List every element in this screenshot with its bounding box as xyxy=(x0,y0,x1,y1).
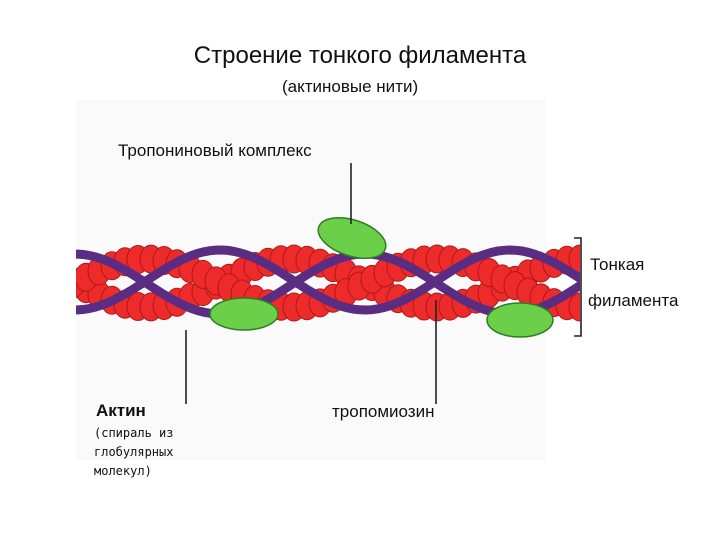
tropomyosin-strand-back xyxy=(76,245,580,315)
troponin-complex-top xyxy=(317,217,387,259)
actin-note-line3: молекул) xyxy=(94,464,152,478)
actin-label: Актин xyxy=(96,401,146,420)
troponin-complex-bottom-right xyxy=(486,302,554,338)
thin-filament-label-line1: Тонкая xyxy=(590,255,645,274)
diagram-title: Строение тонкого филамента xyxy=(193,42,527,69)
thin-filament-bracket xyxy=(574,237,582,337)
actin-monomer xyxy=(49,261,71,289)
diagram-subtitle: (актиновые нити) xyxy=(282,77,419,96)
thin-filament-label-line2: филамента xyxy=(588,291,679,310)
troponin-complex-label: Тропониновый комплекс xyxy=(118,141,312,160)
filament-body xyxy=(49,244,580,322)
actin-note-line1: (спираль из xyxy=(94,426,174,440)
actin-monomer xyxy=(568,292,580,322)
actin-monomer xyxy=(568,244,580,274)
actin-monomer xyxy=(49,277,71,305)
troponin-complex-bottom-left xyxy=(209,297,279,331)
actin-note-line2: глобулярных xyxy=(94,445,174,459)
tropomyosin-label: тропомиозин xyxy=(332,402,435,421)
